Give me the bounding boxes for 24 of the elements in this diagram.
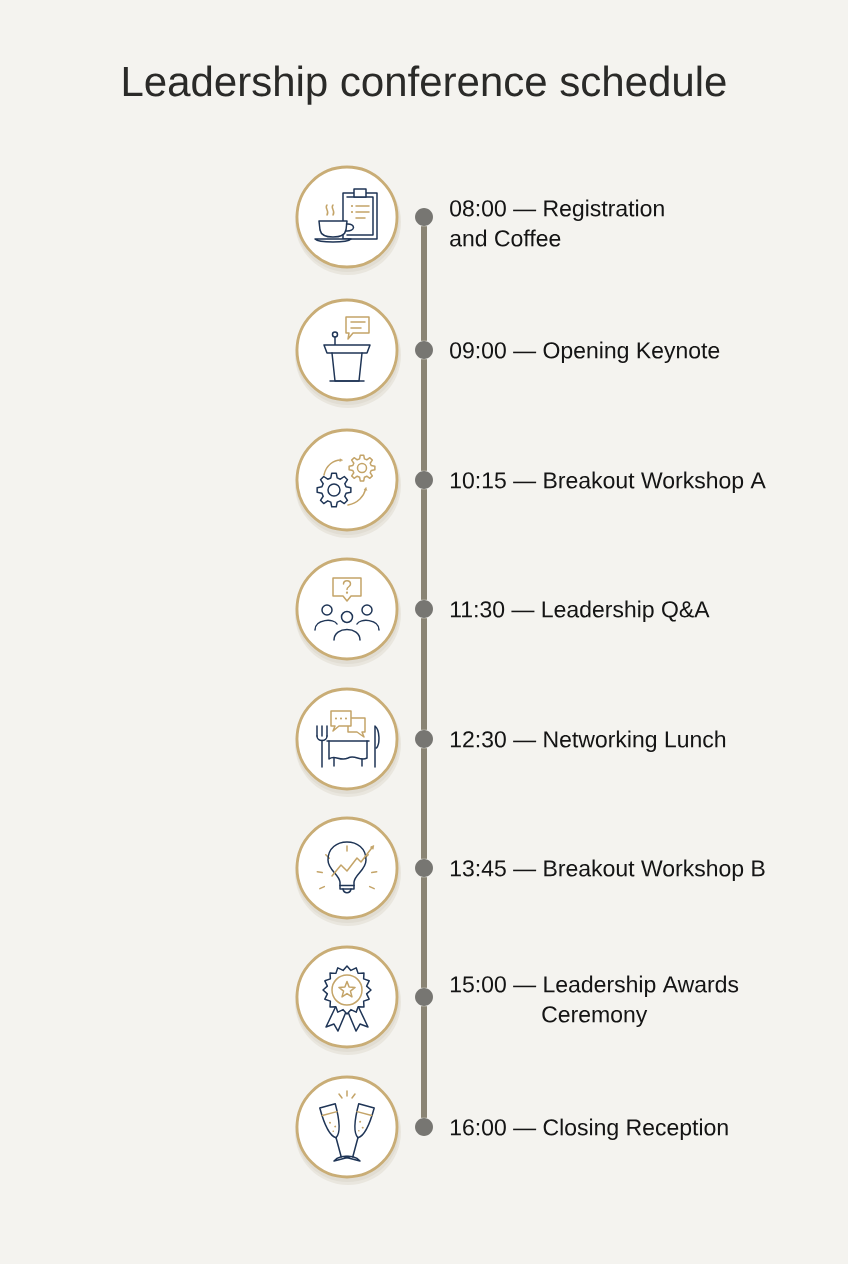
timeline-line [421, 618, 427, 730]
timeline-dot [415, 1118, 433, 1136]
event-label: 09:00 — Opening Keynote [450, 341, 720, 364]
timeline-line [421, 748, 427, 859]
timeline-line [421, 226, 427, 341]
event-label: 16:00 — Closing Reception [450, 1118, 728, 1141]
event-label: 11:30 — Leadership Q&A [450, 600, 710, 623]
event-label: 12:30 — Networking Lunch [450, 730, 726, 753]
timeline-dot [415, 730, 433, 748]
timeline-dot [415, 208, 433, 226]
event-label: 13:45 — Breakout Workshop B [450, 859, 765, 882]
timeline-line [421, 877, 427, 988]
title: Leadership conference schedule [123, 65, 726, 105]
timeline-dot [415, 471, 433, 489]
timeline-line [421, 489, 427, 600]
event-label: 10:15 — Breakout Workshop A [450, 471, 766, 494]
timeline-dot [415, 988, 433, 1006]
event-label: 15:00 — Leadership Awards Ceremony [450, 975, 739, 1028]
timeline-dot [415, 600, 433, 618]
timeline-dot [415, 859, 433, 877]
timeline-dot [415, 341, 433, 359]
event-label: 08:00 — Registration and Coffee [450, 199, 664, 247]
timeline-line [421, 1006, 427, 1118]
timeline-line [421, 359, 427, 471]
